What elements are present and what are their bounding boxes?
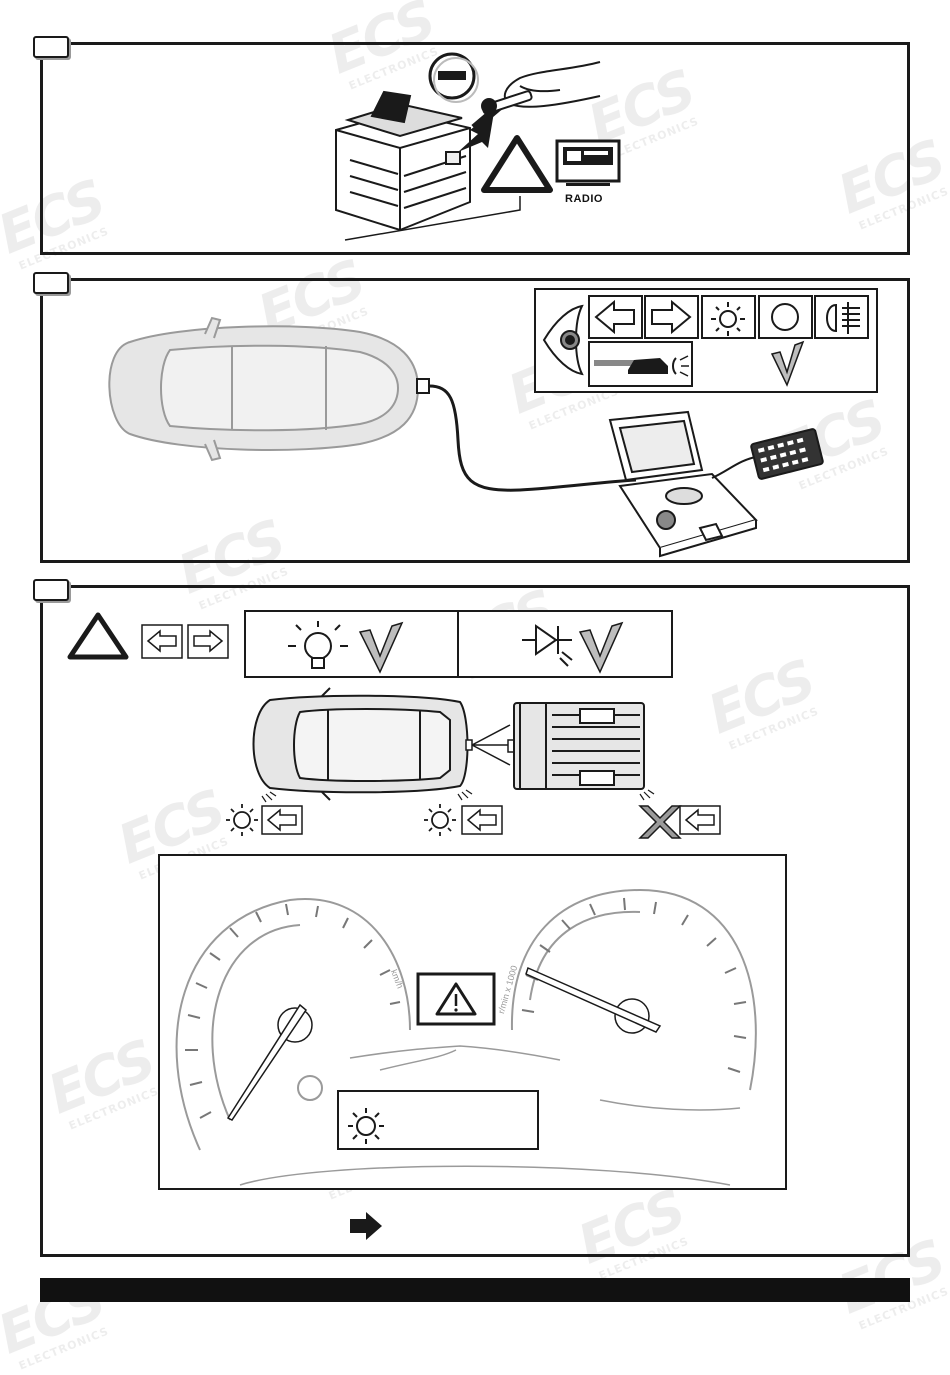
indicator-failed-icon xyxy=(638,805,682,839)
left-indicator-icon xyxy=(261,805,303,835)
left-indicator-icon xyxy=(679,805,721,835)
side-light-icon xyxy=(711,302,745,336)
bulb-icon xyxy=(288,621,348,669)
radio-label: RADIO xyxy=(565,193,603,205)
battery-icon xyxy=(335,90,471,232)
indicator-check-illustration xyxy=(67,610,787,1240)
step-number-tab xyxy=(33,579,69,601)
minus-terminal-icon xyxy=(428,52,479,103)
reverse-light-icon xyxy=(594,355,689,377)
eye-icon xyxy=(542,304,584,376)
step-number-tab xyxy=(33,36,69,58)
step-panel-2 xyxy=(40,278,910,563)
tow-bar-icon xyxy=(465,724,517,766)
fuel-gauge-icon xyxy=(297,1075,323,1101)
test-cable xyxy=(428,384,637,492)
footer-bar xyxy=(40,1278,910,1302)
trailer-icon xyxy=(513,702,645,790)
radio-icon xyxy=(555,139,621,186)
battery-illustration xyxy=(335,52,621,241)
step-panel-1 xyxy=(40,42,910,255)
warning-triangle-icon xyxy=(481,135,553,193)
step-panel-3 xyxy=(40,585,910,1257)
checkmark-icon xyxy=(770,340,805,387)
speedometer-needle-icon xyxy=(226,1003,313,1121)
warning-triangle-icon xyxy=(67,612,129,660)
checkmark-icon xyxy=(358,621,404,674)
car-top-view-icon xyxy=(252,687,469,801)
indicator-arrows-box xyxy=(141,624,229,659)
right-indicator-icon xyxy=(651,299,692,335)
speedometer-icon xyxy=(175,898,411,1151)
left-indicator-icon xyxy=(594,299,635,335)
control-unit-icon xyxy=(750,428,824,480)
tester-case-icon xyxy=(608,410,758,558)
indicator-lamp-on-icon xyxy=(226,804,258,836)
brake-light-icon xyxy=(771,303,799,331)
checkmark-icon xyxy=(578,621,624,674)
step-number-tab xyxy=(33,272,69,294)
speedometer-ticks xyxy=(185,903,401,1119)
car-top-view-icon xyxy=(108,316,420,462)
left-indicator-icon xyxy=(461,805,503,835)
trailer-indicator-display xyxy=(337,1090,539,1150)
next-step-arrow-icon xyxy=(350,1212,382,1240)
indicator-lamp-on-icon xyxy=(424,804,456,836)
indicator-lamp-on-icon xyxy=(348,1108,384,1144)
hand-with-wrench-icon xyxy=(481,61,601,115)
tachometer-needle-icon xyxy=(525,966,662,1034)
hazard-warning-box xyxy=(416,972,496,1026)
car-tester-illustration xyxy=(108,288,878,558)
fog-light-icon xyxy=(826,302,860,334)
led-diode-icon xyxy=(522,624,573,667)
